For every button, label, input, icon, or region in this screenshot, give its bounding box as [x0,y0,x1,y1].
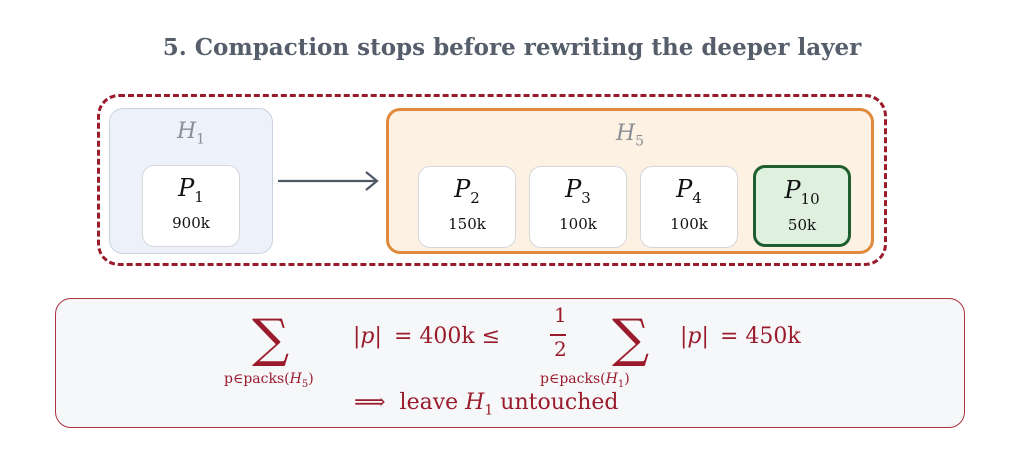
pack-p2-base: P [454,175,471,203]
term-1-text: |p| [353,324,382,349]
sum-1-range-var: H [289,371,302,387]
pack-p2-sub: 2 [470,188,480,207]
pack-p3-sub: 3 [581,188,591,207]
pack-p2-size: 150k [448,215,486,233]
implies-symbol: ⟹ [354,390,386,415]
sum-2-range-prefix: p∈packs( [540,371,606,387]
sum-1-range-suffix: ) [308,371,314,387]
sum-2-range: p∈packs(H1) [540,371,630,390]
sum-1-range-prefix: p∈packs( [224,371,290,387]
compaction-scope-boundary [97,94,887,266]
pack-p1-name: P1 [143,174,239,206]
sum-2-range-var: H [605,371,618,387]
pack-p2: P2 150k [418,166,516,248]
layer-h1-group: H1 P1 900k [109,108,273,254]
fraction-denominator: 2 [554,337,567,361]
pack-p1-base: P [178,174,195,202]
pack-p1-size: 900k [172,214,210,232]
equals-450k: = 450k [720,324,801,349]
layer-h1-label: H1 [110,119,272,147]
sum-2-range-suffix: ) [624,371,630,387]
pack-p1-sub: 1 [194,187,204,206]
fraction-numerator: 1 [554,303,567,327]
layer-h5-label-sub: 5 [635,133,645,150]
pack-p3-name: P3 [530,175,626,207]
pack-p3: P3 100k [529,166,627,248]
sum-1-range-sub: 5 [301,378,309,390]
pack-p10-base: P [784,176,801,204]
conclusion-line: ⟹ leave H1 untouched [354,390,618,418]
sum-2-range-sub: 1 [617,378,625,390]
pack-p10-sub: 10 [800,189,820,208]
conclusion-text-leave: leave [399,390,459,415]
fraction-bar [550,334,566,336]
pack-p10-highlighted: P10 50k [753,165,851,247]
layer-h5-label-base: H [615,121,636,146]
pack-p10-size: 50k [787,216,817,234]
pack-p1: P1 900k [142,165,240,247]
pack-p4-name: P4 [641,175,737,207]
pack-p3-size: 100k [559,215,597,233]
layer-h1-label-base: H [176,119,197,144]
term-2: |p| [680,324,709,349]
sum-symbol-2: ∑ [612,309,650,369]
sum-symbol-1: ∑ [252,309,290,369]
pack-p10-name: P10 [756,176,848,208]
sum-1-range: p∈packs(H5) [224,371,314,390]
pack-p4: P4 100k [640,166,738,248]
layer-h5-label: H5 [389,121,871,149]
diagram-title: 5. Compaction stops before rewriting the… [162,34,862,61]
conclusion-var-sub: 1 [484,402,494,419]
pack-p4-size: 100k [670,215,708,233]
term-1: |p| [353,324,382,349]
term-2-text: |p| [680,324,709,349]
conclusion-var: H [465,390,485,415]
right-arrow-icon [278,171,379,191]
layer-h1-label-sub: 1 [196,131,206,148]
pack-p2-name: P2 [419,175,515,207]
equals-400k: = 400k ≤ [394,324,501,349]
pack-p4-base: P [676,175,693,203]
layer-h5-group: H5 P2 150k P3 100k P4 100k P10 50k [386,108,874,254]
conclusion-text-untouched: untouched [500,390,619,415]
pack-p4-sub: 4 [692,188,702,207]
compaction-condition-box: ∑ p∈packs(H5) |p| = 400k ≤ 1 2 ∑ p∈packs… [55,298,965,428]
pack-p3-base: P [565,175,582,203]
